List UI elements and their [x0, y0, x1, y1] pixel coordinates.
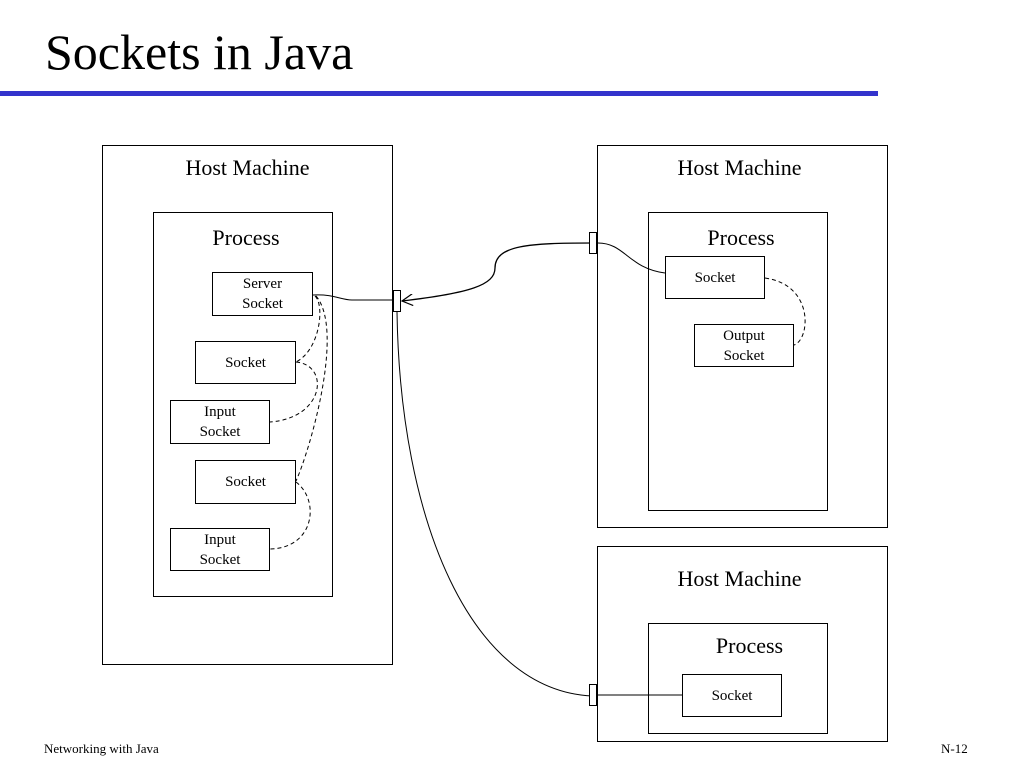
input-socket-1-line1: Input: [204, 404, 236, 420]
client-process-1-label: Process: [707, 225, 775, 250]
footer-right: N-12: [941, 741, 968, 756]
server-host-label: Host Machine: [185, 155, 310, 180]
server-port: [393, 290, 401, 312]
slide-title: Sockets in Java: [45, 24, 354, 80]
client-socket-to-output-dashed: [764, 277, 806, 346]
output-socket-line1: Output: [723, 327, 765, 344]
server-socket-1-label: Socket: [225, 354, 266, 371]
server-input-socket-1-box: Input Socket: [170, 400, 270, 444]
server-process-label: Process: [212, 225, 280, 250]
client-1-socket-label: Socket: [694, 269, 736, 286]
server-socket-line1: Server: [242, 276, 283, 292]
server-socket-2-box: Socket: [195, 460, 296, 504]
client-1-output-socket-box: Output Socket: [694, 324, 794, 367]
client-2-socket-label: Socket: [711, 687, 753, 704]
footer-left: Networking with Java: [44, 741, 159, 756]
output-socket-line2: Socket: [723, 347, 765, 364]
client-process-2-label: Process: [715, 633, 784, 658]
socket-2-to-input-2-dashed: [269, 481, 311, 550]
input-socket-2-line1: Input: [204, 531, 236, 548]
server-to-socket-2-dashed: [295, 295, 328, 482]
socket-1-to-input-1-dashed: [269, 361, 318, 423]
client-2-port: [589, 684, 597, 706]
server-to-client-2-wire: [396, 311, 593, 697]
client-host-2-label: Host Machine: [677, 566, 802, 591]
server-to-socket-1-dashed: [295, 295, 321, 363]
client-1-port-to-socket-wire: [597, 242, 666, 274]
client-1-socket-box: Socket: [665, 256, 765, 299]
server-input-socket-2-box: Input Socket: [170, 528, 270, 571]
server-socket-line2: Socket: [242, 296, 283, 312]
server-socket-1-box: Socket: [195, 341, 296, 384]
title-underline: [0, 91, 878, 96]
client-1-port: [589, 232, 597, 254]
input-socket-2-line2: Socket: [199, 551, 241, 568]
client-2-socket-box: Socket: [682, 674, 782, 717]
client-connection-arrow: [402, 242, 593, 301]
server-socket-box: Server Socket: [212, 272, 313, 316]
server-socket-to-port-wire: [312, 294, 394, 301]
input-socket-1-line2: Socket: [199, 424, 241, 440]
server-socket-2-label: Socket: [225, 474, 266, 490]
client-host-1-label: Host Machine: [677, 155, 802, 180]
